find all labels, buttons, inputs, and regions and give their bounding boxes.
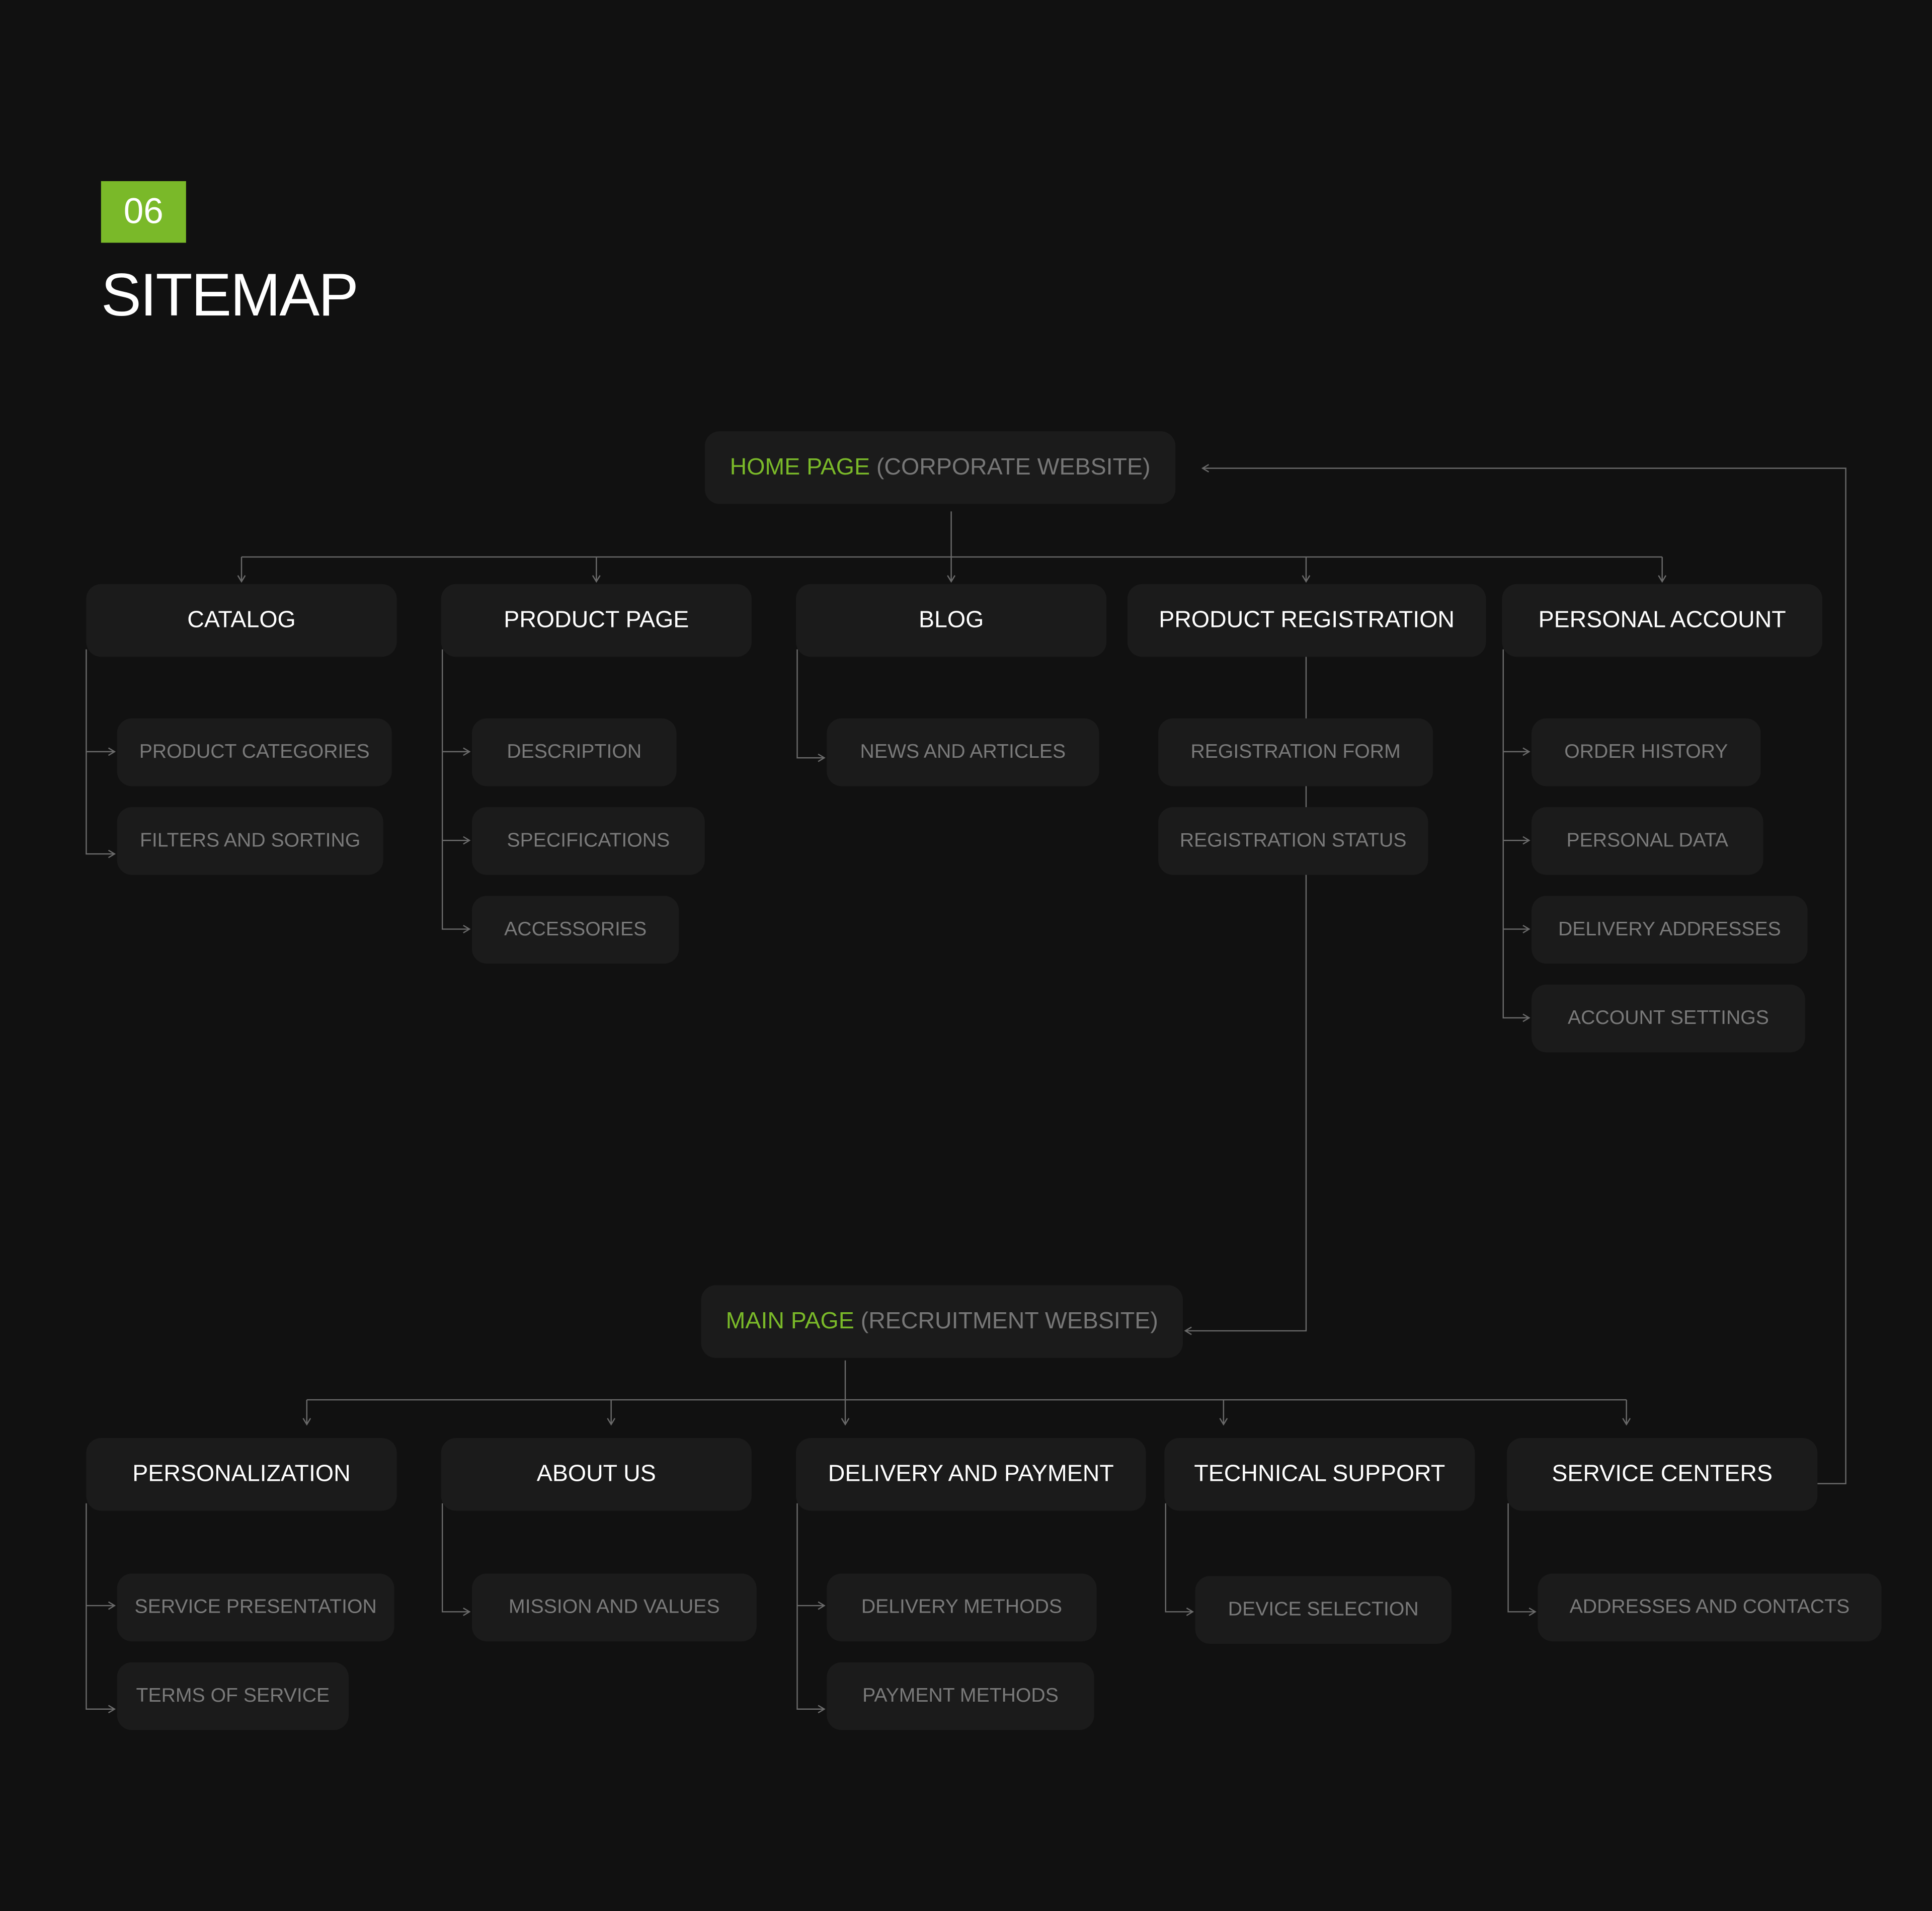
node-home-page[interactable]: HOME PAGE (CORPORATE WEBSITE) xyxy=(704,431,1176,504)
node-home-page-note: (CORPORATE WEBSITE) xyxy=(876,454,1151,480)
node-technical-support[interactable]: TECHNICAL SUPPORT xyxy=(1164,1438,1475,1511)
node-product-categories[interactable]: PRODUCT CATEGORIES xyxy=(117,718,392,786)
node-personalization[interactable]: PERSONALIZATION xyxy=(86,1438,397,1511)
node-personal-account[interactable]: PERSONAL ACCOUNT xyxy=(1502,584,1823,657)
node-mission-and-values[interactable]: MISSION AND VALUES xyxy=(471,1573,757,1642)
node-payment-methods[interactable]: PAYMENT METHODS xyxy=(827,1662,1094,1730)
node-service-centers[interactable]: SERVICE CENTERS xyxy=(1507,1438,1818,1511)
node-main-page-name: MAIN PAGE xyxy=(726,1308,854,1334)
node-device-selection[interactable]: DEVICE SELECTION xyxy=(1195,1576,1452,1644)
node-account-settings[interactable]: ACCOUNT SETTINGS xyxy=(1532,984,1805,1053)
node-personal-data[interactable]: PERSONAL DATA xyxy=(1532,807,1763,875)
node-delivery-methods[interactable]: DELIVERY METHODS xyxy=(827,1573,1097,1642)
node-addresses-and-contacts[interactable]: ADDRESSES AND CONTACTS xyxy=(1538,1573,1882,1642)
node-product-registration[interactable]: PRODUCT REGISTRATION xyxy=(1127,584,1486,657)
node-description[interactable]: DESCRIPTION xyxy=(471,718,677,786)
node-filters-and-sorting[interactable]: FILTERS AND SORTING xyxy=(117,807,383,875)
node-specifications[interactable]: SPECIFICATIONS xyxy=(471,807,705,875)
node-home-page-name: HOME PAGE xyxy=(730,454,870,480)
node-blog[interactable]: BLOG xyxy=(796,584,1107,657)
node-about-us[interactable]: ABOUT US xyxy=(441,1438,752,1511)
section-number-badge: 06 xyxy=(101,181,186,243)
node-delivery-and-payment[interactable]: DELIVERY AND PAYMENT xyxy=(796,1438,1146,1511)
node-catalog[interactable]: CATALOG xyxy=(86,584,397,657)
node-registration-form[interactable]: REGISTRATION FORM xyxy=(1158,718,1433,786)
node-delivery-addresses[interactable]: DELIVERY ADDRESSES xyxy=(1532,896,1808,964)
node-accessories[interactable]: ACCESSORIES xyxy=(471,896,679,964)
node-terms-of-service[interactable]: TERMS OF SERVICE xyxy=(117,1662,349,1730)
node-order-history[interactable]: ORDER HISTORY xyxy=(1532,718,1761,786)
node-main-page[interactable]: MAIN PAGE (RECRUITMENT WEBSITE) xyxy=(701,1285,1183,1358)
node-service-presentation[interactable]: SERVICE PRESENTATION xyxy=(117,1573,394,1642)
node-news-and-articles[interactable]: NEWS AND ARTICLES xyxy=(827,718,1099,786)
node-registration-status[interactable]: REGISTRATION STATUS xyxy=(1158,807,1428,875)
node-product-page[interactable]: PRODUCT PAGE xyxy=(441,584,752,657)
page-title: SITEMAP xyxy=(101,262,359,329)
node-main-page-note: (RECRUITMENT WEBSITE) xyxy=(860,1308,1158,1334)
